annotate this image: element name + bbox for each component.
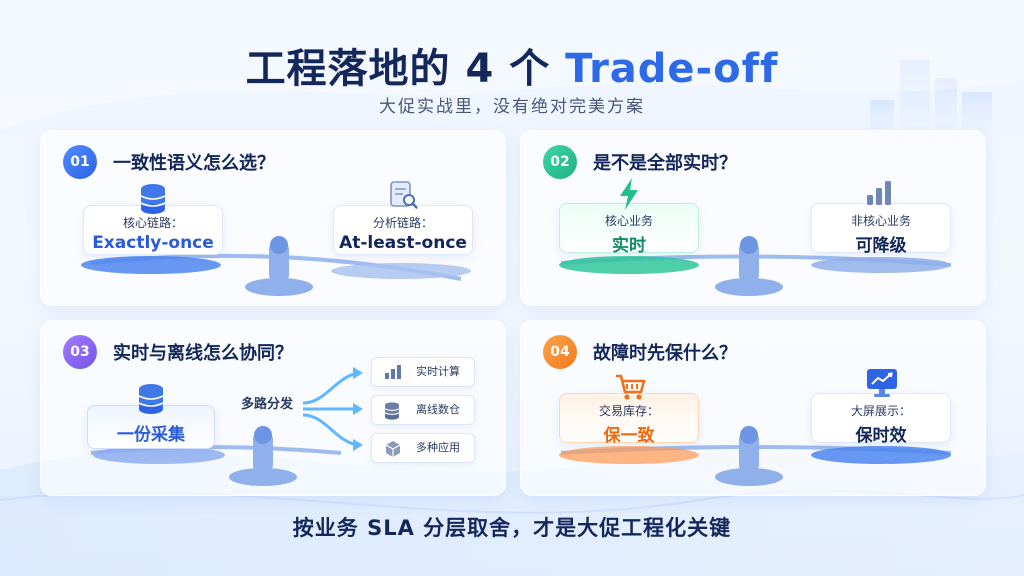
pan-label: 核心业务 bbox=[604, 214, 653, 228]
lightning-icon bbox=[620, 178, 638, 210]
output-label: 多种应用 bbox=[416, 441, 460, 454]
title-main: 工程落地的 4 个 bbox=[245, 46, 566, 92]
card-consistency: 01 一致性语义怎么选？ 核心链路： Exactly-once 分析链路： At… bbox=[40, 130, 506, 306]
database-icon bbox=[138, 384, 164, 414]
page-title: 工程落地的 4 个 Trade-off bbox=[0, 36, 1024, 94]
card-realtime-scope: 02 是不是全部实时？ 核心业务 实时 非核心业务 可降级 bbox=[520, 130, 986, 306]
card-number: 04 bbox=[543, 335, 577, 369]
card-failure-priority: 04 故障时先保什么？ 交易库存： 保一致 大屏展示： 保时效 bbox=[520, 320, 986, 496]
output-multi-apps: 多种应用 bbox=[371, 433, 475, 463]
cube-icon bbox=[385, 441, 401, 457]
pan-value: Exactly-once bbox=[92, 233, 214, 253]
pan-label: 分析链路： bbox=[372, 216, 433, 230]
output-realtime-compute: 实时计算 bbox=[371, 357, 475, 387]
card-title: 实时与离线怎么协同？ bbox=[113, 343, 293, 364]
pan-value: 保一致 bbox=[603, 426, 655, 446]
split-label: 多路分发 bbox=[241, 397, 294, 412]
footer-statement: 按业务 SLA 分层取舍，才是大促工程化关键 bbox=[292, 516, 732, 540]
output-offline-warehouse: 离线数仓 bbox=[371, 395, 475, 425]
monitor-chart-icon bbox=[867, 369, 897, 397]
database-icon bbox=[140, 184, 166, 214]
pan-value: 实时 bbox=[612, 236, 646, 256]
pan-noncore-business: 非核心业务 可降级 bbox=[811, 203, 951, 256]
title-accent: Trade-off bbox=[565, 46, 779, 92]
pan-value: 保时效 bbox=[855, 426, 907, 446]
pan-core-business: 核心业务 实时 bbox=[559, 203, 699, 256]
pan-trade-inventory: 交易库存： 保一致 bbox=[559, 393, 699, 446]
shopping-cart-icon bbox=[616, 374, 646, 400]
pan-label: 非核心业务 bbox=[850, 214, 911, 228]
card-title: 一致性语义怎么选？ bbox=[113, 153, 275, 174]
page-subtitle: 大促实战里，没有绝对完美方案 bbox=[379, 97, 645, 117]
bar-chart-icon bbox=[385, 365, 401, 379]
output-label: 离线数仓 bbox=[416, 403, 460, 416]
card-number: 01 bbox=[63, 145, 97, 179]
pan-value: 可降级 bbox=[855, 236, 907, 256]
pan-big-screen: 大屏展示： 保时效 bbox=[811, 393, 951, 446]
card-title: 故障时先保什么？ bbox=[593, 343, 737, 364]
card-title: 是不是全部实时？ bbox=[593, 153, 737, 174]
pan-analysis-link: 分析链路： At-least-once bbox=[333, 205, 473, 255]
pan-label: 交易库存： bbox=[598, 404, 659, 418]
pan-value: 一份采集 bbox=[117, 425, 185, 445]
database-icon bbox=[384, 402, 400, 420]
document-search-icon bbox=[390, 181, 418, 209]
card-number: 03 bbox=[63, 335, 97, 369]
card-number: 02 bbox=[543, 145, 577, 179]
pan-label: 核心链路： bbox=[122, 216, 183, 230]
bar-chart-icon bbox=[867, 181, 891, 205]
pan-label: 大屏展示： bbox=[850, 404, 911, 418]
pan-single-collection: 一份采集 bbox=[87, 405, 215, 449]
card-realtime-offline: 03 实时与离线怎么协同？ 一份采集 多路分发 实时计算 bbox=[40, 320, 506, 496]
output-label: 实时计算 bbox=[416, 365, 460, 378]
pan-value: At-least-once bbox=[339, 233, 467, 253]
